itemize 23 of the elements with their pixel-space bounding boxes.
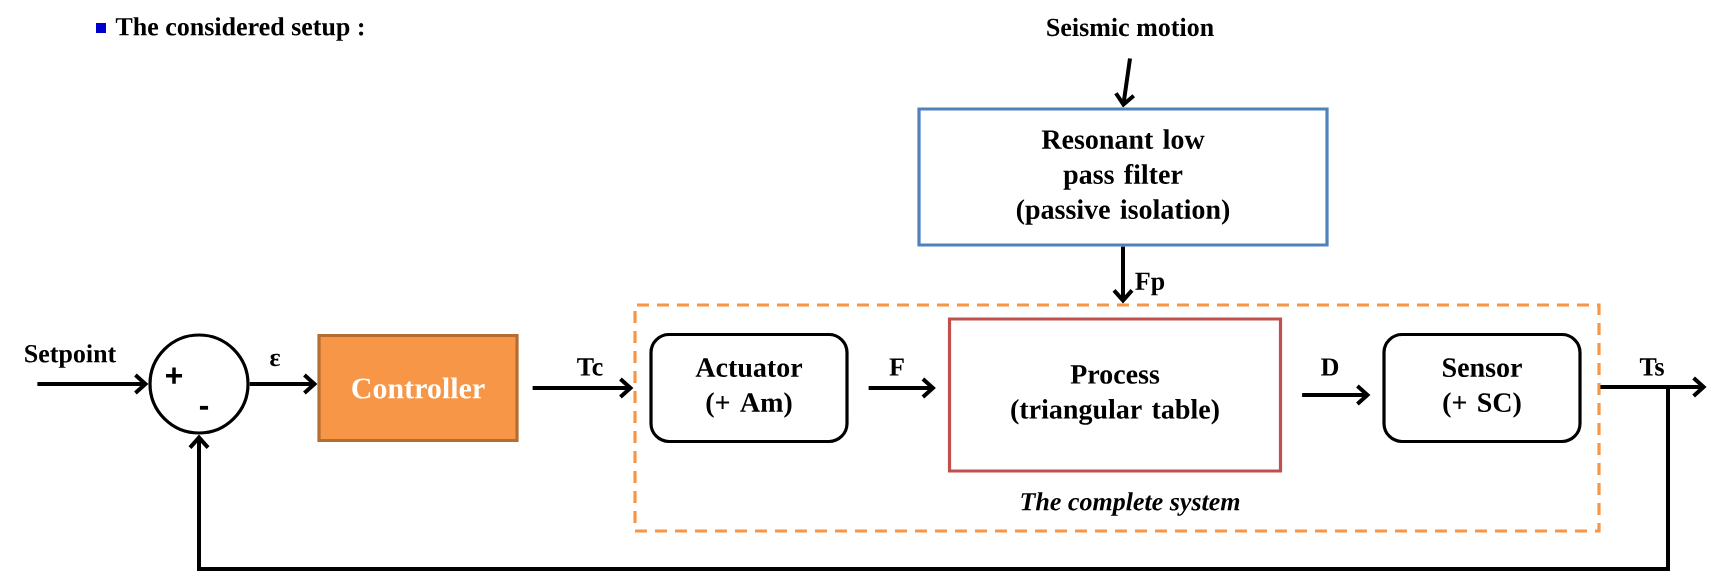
process-box: Resonant low pass filter (passive isolation) — [917, 107, 1329, 247]
arrow — [1112, 246, 1134, 304]
edge-label: D — [1321, 358, 1339, 376]
process-box: Sensor (+ SC) — [1382, 332, 1582, 444]
arrow — [37, 373, 149, 395]
arrow — [532, 377, 634, 399]
edge-label: F — [889, 358, 904, 376]
edge-label: Fp — [1135, 272, 1165, 296]
edge-label: Ts — [1639, 358, 1664, 376]
summing-junction: + - — [148, 333, 250, 435]
node-text: Seismic motion — [1047, 17, 1214, 37]
arrow — [188, 385, 1670, 571]
heading: The considered setup : — [115, 17, 364, 41]
node-text: Setpoint — [25, 344, 117, 368]
arrow — [868, 377, 936, 399]
process-box: Process (triangular table) — [947, 317, 1283, 473]
edge-label: Tc — [577, 358, 603, 376]
process-box: Actuator (+ Am) — [649, 332, 849, 444]
arrow — [1302, 384, 1371, 406]
arrow — [1114, 58, 1136, 108]
edge-label: ε — [270, 353, 281, 367]
controller-box: Controller — [317, 333, 519, 443]
arrow — [249, 373, 318, 395]
